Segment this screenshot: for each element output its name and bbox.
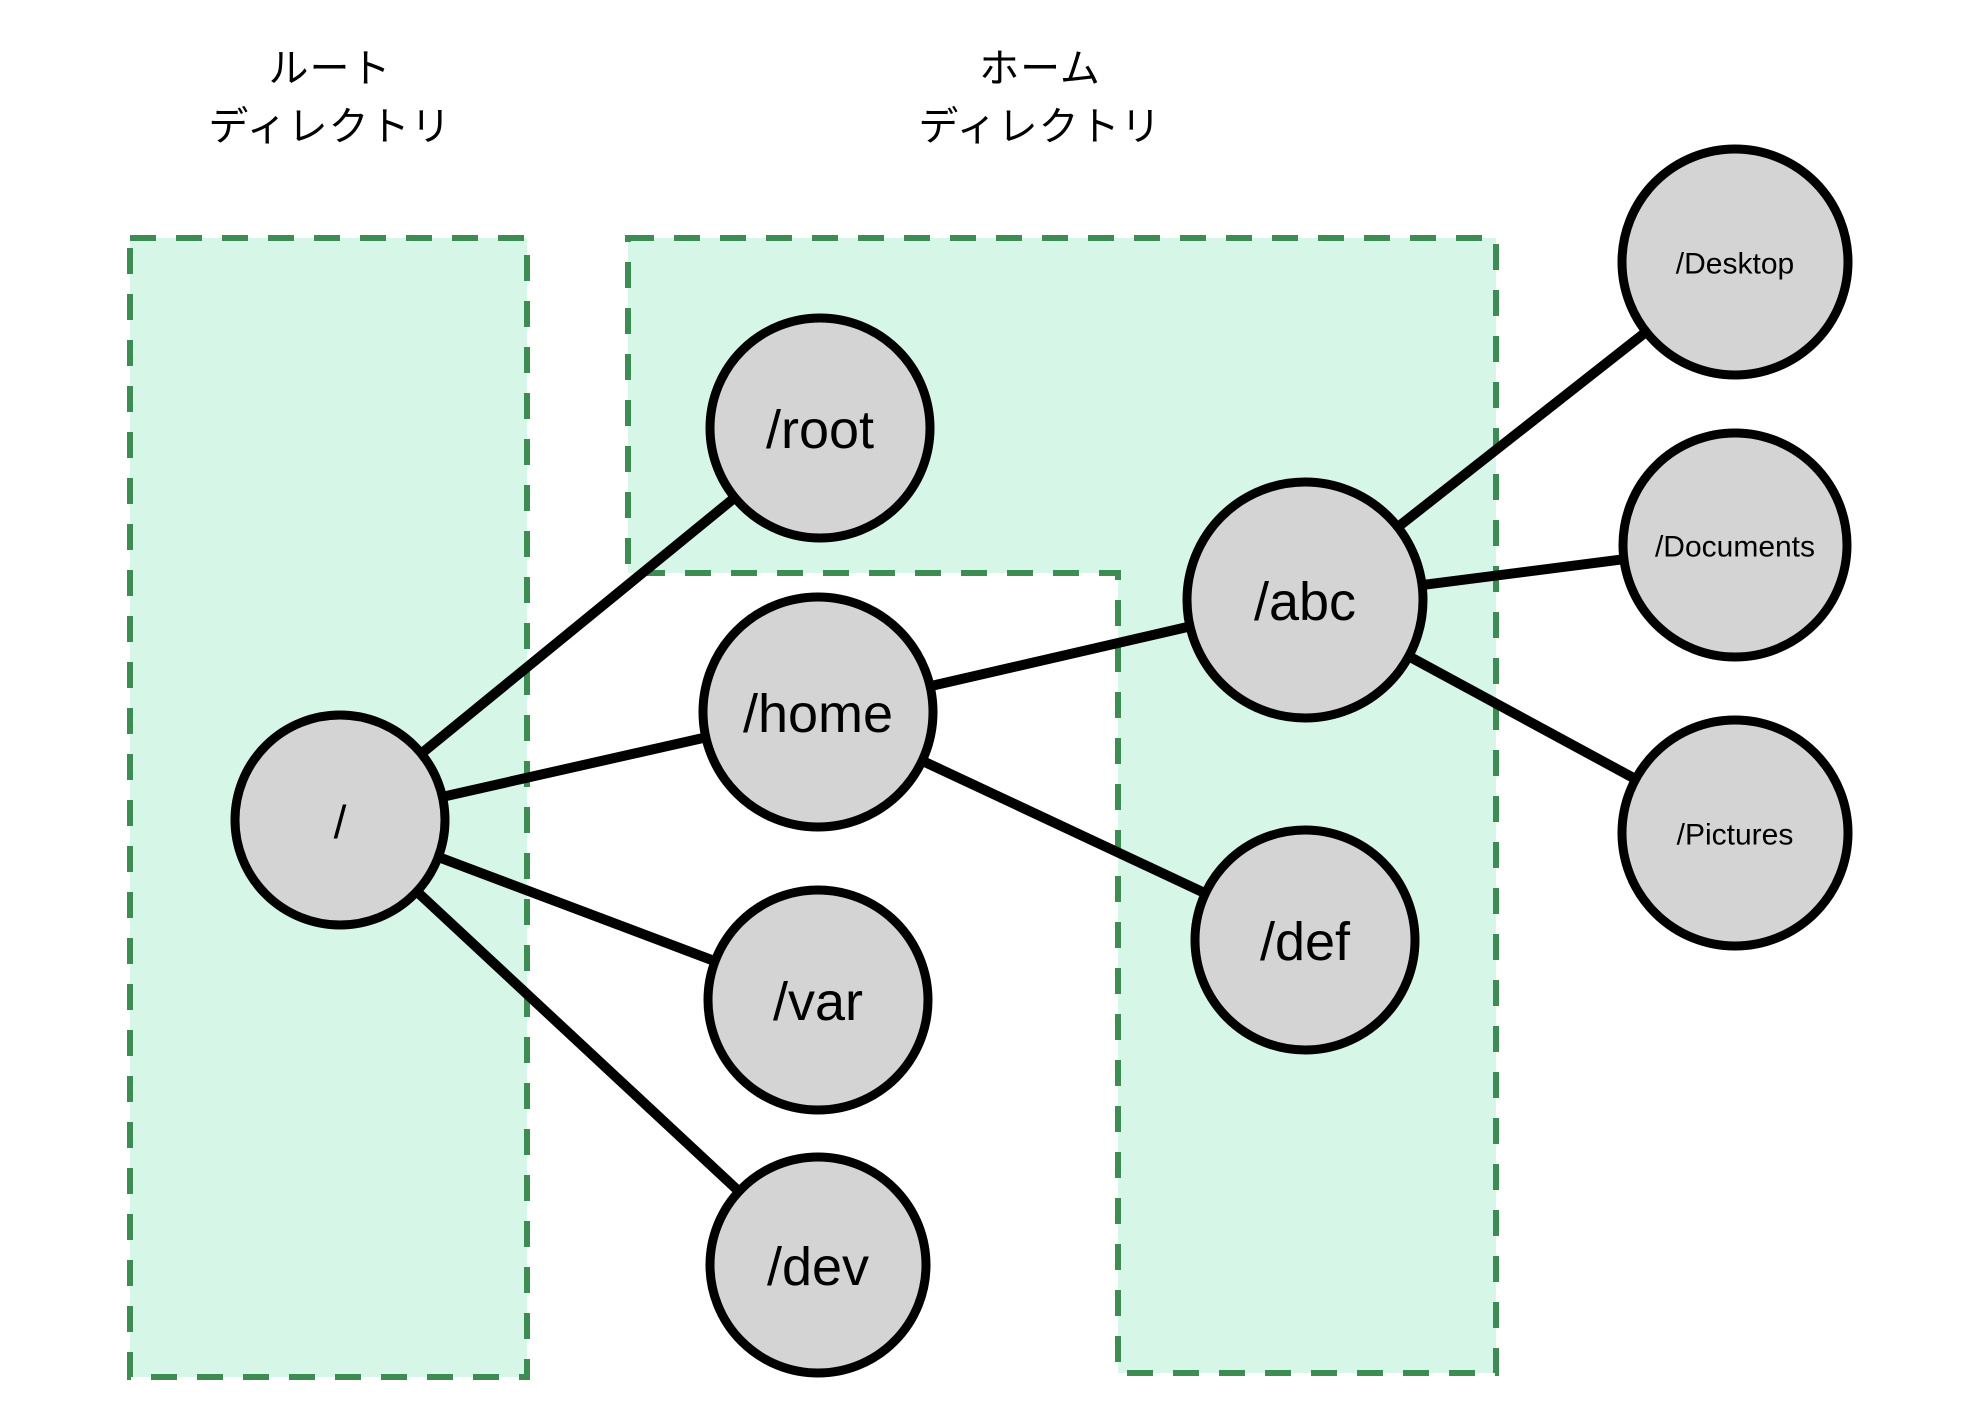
- node-home-label: /home: [743, 684, 893, 744]
- node-home[interactable]: /home: [698, 592, 938, 832]
- node-abc-circle[interactable]: [1182, 477, 1428, 723]
- node-abc[interactable]: /abc: [1182, 477, 1428, 723]
- edge-home-to-abc: [921, 620, 1199, 693]
- node-desktop-label: /Desktop: [1676, 248, 1794, 281]
- edge-root-to-home: [433, 731, 715, 803]
- node-slash-root-label: /root: [766, 400, 874, 460]
- node-documents-label: /Documents: [1655, 531, 1815, 564]
- node-root[interactable]: /: [230, 710, 450, 930]
- node-abc-label: /abc: [1254, 572, 1356, 632]
- node-dev-circle[interactable]: [705, 1152, 931, 1378]
- node-slash-root[interactable]: /root: [705, 313, 935, 543]
- node-def[interactable]: /def: [1190, 825, 1420, 1055]
- edge-root-to-var: [429, 850, 724, 968]
- home-directory-group-label: ホーム ディレクトリ: [918, 47, 1162, 149]
- nodes-layer: / /root/home/var/dev/abc/def/Desktop/Docu…: [230, 144, 1853, 1378]
- node-var[interactable]: /var: [703, 885, 933, 1115]
- edge-root-to-dev: [408, 883, 747, 1200]
- node-desktop[interactable]: /Desktop: [1617, 144, 1853, 380]
- edge-abc-to-pictures: [1400, 649, 1645, 787]
- node-documents-circle[interactable]: [1618, 428, 1852, 662]
- root-directory-group-label: ルート ディレクトリ: [208, 47, 452, 149]
- node-desktop-circle[interactable]: [1617, 144, 1853, 380]
- node-var-circle[interactable]: [703, 885, 933, 1115]
- node-pictures-circle[interactable]: [1617, 715, 1853, 951]
- node-root-circle[interactable]: [230, 710, 450, 930]
- node-pictures[interactable]: /Pictures: [1617, 715, 1853, 951]
- node-slash-root-circle[interactable]: [705, 313, 935, 543]
- node-root-label: /: [334, 796, 347, 848]
- edges-layer: [408, 324, 1655, 1200]
- node-def-label: /def: [1260, 912, 1351, 972]
- edge-home-to-def: [913, 754, 1214, 901]
- node-dev[interactable]: /dev: [705, 1152, 931, 1378]
- node-pictures-label: /Pictures: [1677, 819, 1794, 852]
- node-var-label: /var: [773, 972, 863, 1032]
- node-def-circle[interactable]: [1190, 825, 1420, 1055]
- node-home-circle[interactable]: [698, 592, 938, 832]
- edge-root-to-slash-root: [413, 490, 743, 762]
- node-documents[interactable]: /Documents: [1618, 428, 1852, 662]
- edge-abc-to-documents: [1413, 553, 1633, 591]
- node-dev-label: /dev: [767, 1237, 869, 1297]
- edge-abc-to-desktop: [1389, 324, 1655, 535]
